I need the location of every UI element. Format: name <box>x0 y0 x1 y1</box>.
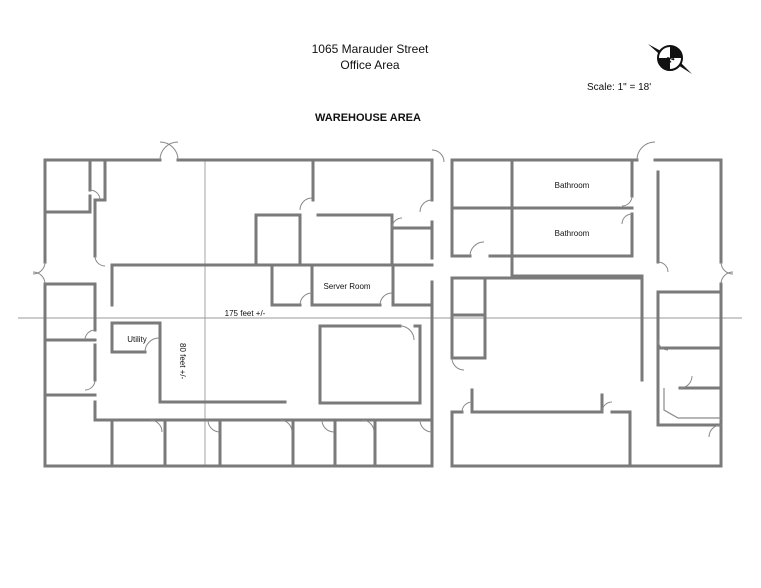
exterior-walls <box>43 158 723 468</box>
bathroom-block <box>450 158 644 278</box>
left-offices <box>43 158 274 422</box>
room-label-bathroom-1: Bathroom <box>554 181 590 190</box>
right-rooms <box>450 276 644 468</box>
center-lower-rooms <box>93 321 434 468</box>
address-title: 1065 Marauder Street <box>311 42 429 56</box>
area-subtitle: Office Area <box>340 58 400 72</box>
north-arrow-icon: N <box>646 38 694 78</box>
compass-letter: N <box>665 53 676 65</box>
scale-label: Scale: 1" = 18' <box>587 82 652 93</box>
east-rooms <box>656 170 723 427</box>
room-label-utility: Utility <box>127 335 147 344</box>
room-label-bathroom-2: Bathroom <box>554 229 590 238</box>
door-swings <box>32 141 734 438</box>
warehouse-area-title: WAREHOUSE AREA <box>315 112 421 124</box>
length-dimension-label: 175 feet +/- <box>224 309 266 318</box>
room-label-server-room: Server Room <box>323 282 371 291</box>
width-dimension-label: 80 feet +/- <box>178 343 187 380</box>
center-upper-rooms <box>254 158 434 307</box>
